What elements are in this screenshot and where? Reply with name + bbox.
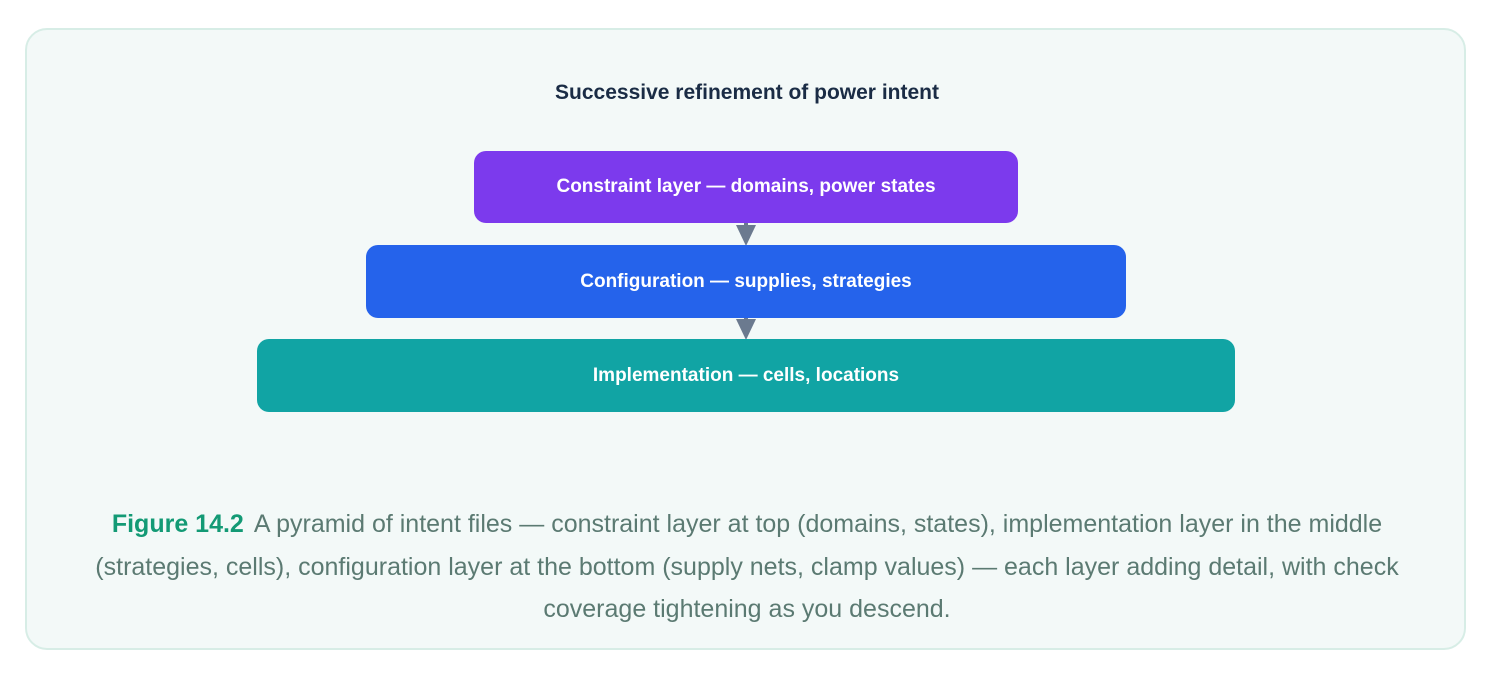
implementation-layer-box: Implementation — cells, locations bbox=[257, 339, 1235, 412]
arrow-head bbox=[736, 225, 756, 246]
caption-text: A pyramid of intent files — constraint l… bbox=[95, 510, 1399, 623]
configuration-layer-box: Configuration — supplies, strategies bbox=[366, 245, 1126, 318]
constraint-layer-box: Constraint layer — domains, power states bbox=[474, 151, 1018, 223]
diagram-title: Successive refinement of power intent bbox=[555, 81, 939, 104]
implementation-layer-label: Implementation — cells, locations bbox=[592, 364, 900, 386]
arrow-constraint-to-configuration bbox=[736, 221, 756, 246]
configuration-layer-label: Configuration — supplies, strategies bbox=[580, 270, 912, 292]
arrow-configuration-to-implementation bbox=[736, 315, 756, 340]
caption-figure-label: Figure 14.2 bbox=[111, 510, 244, 538]
constraint-layer-label: Constraint layer — domains, power states bbox=[556, 176, 936, 197]
arrow-head bbox=[736, 319, 756, 340]
